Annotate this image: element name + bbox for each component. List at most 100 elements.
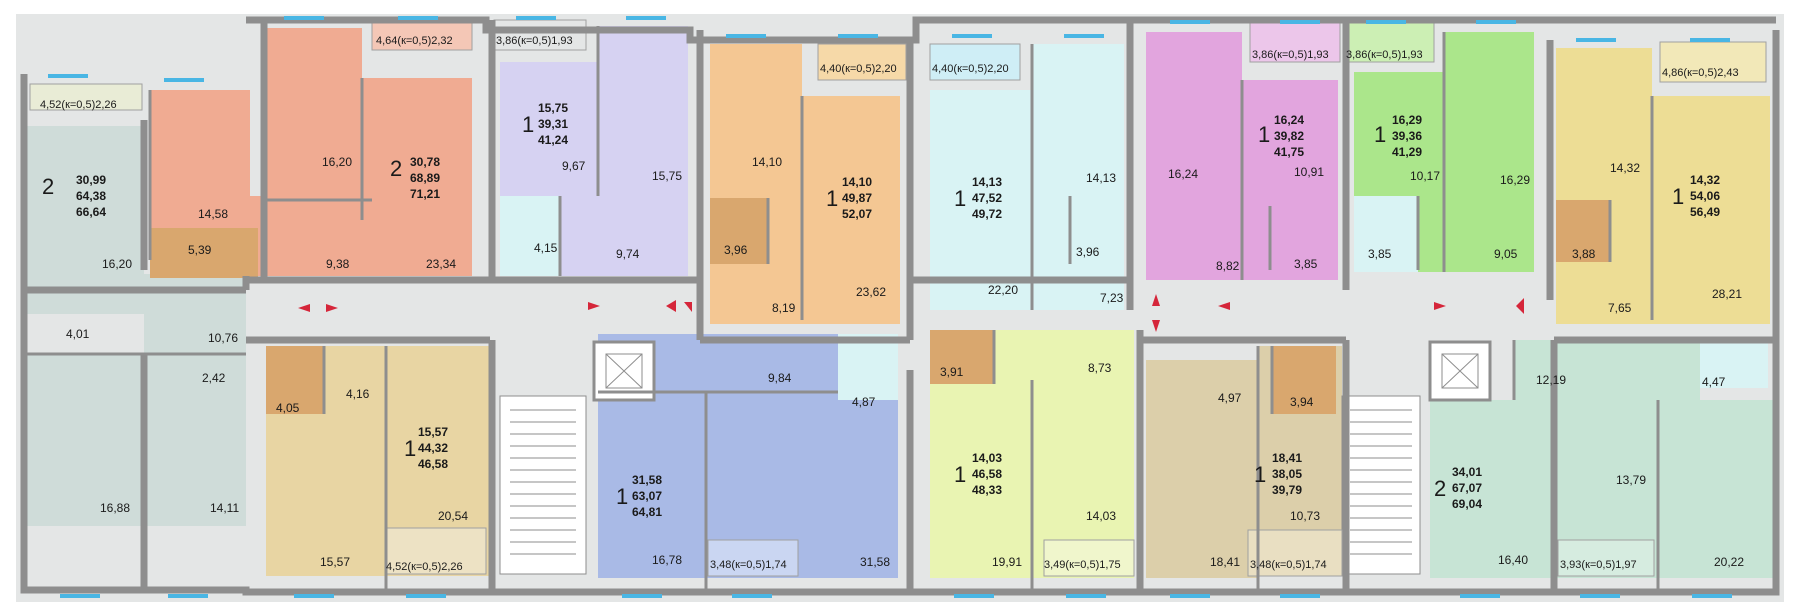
room-area: 14,13: [1086, 171, 1116, 185]
room-area: 14,32: [1610, 161, 1640, 175]
room-area: 9,74: [616, 247, 640, 261]
room-area: 10,73: [1290, 509, 1320, 523]
living-area-1room-blue: 31,58: [632, 473, 662, 487]
room-area: 16,78: [652, 553, 682, 567]
room-area: 16,24: [1168, 167, 1198, 181]
room-area: 4,05: [276, 401, 300, 415]
apartment-1room-orange: [710, 44, 900, 324]
room-area: 16,40: [1498, 553, 1528, 567]
rooms-count-1room-orange: 1: [826, 186, 838, 211]
balcony-label: 3,48(к=0,5)1,74: [710, 559, 787, 571]
total-area-1room-magenta: 39,82: [1274, 129, 1304, 143]
balcony-label: 3,86(к=0,5)1,93: [1252, 49, 1329, 61]
living-area-1room-green: 16,29: [1392, 113, 1422, 127]
room-area: 8,19: [772, 301, 796, 315]
total-area-1room-yellow: 54,06: [1690, 189, 1720, 203]
room-area: 16,29: [1500, 173, 1530, 187]
room-area: 10,91: [1294, 165, 1324, 179]
room-area: 20,54: [438, 509, 468, 523]
room-area: 4,16: [346, 387, 370, 401]
apartment-1room-green: [1354, 32, 1534, 272]
room-area: 8,73: [1088, 361, 1112, 375]
total-area-1room-lime: 46,58: [972, 467, 1002, 481]
room-area: 3,85: [1368, 247, 1392, 261]
total-balcony-2room-salmon: 71,21: [410, 187, 440, 201]
total-area-1room-orange: 49,87: [842, 191, 872, 205]
total-area-2room-salmon: 68,89: [410, 171, 440, 185]
living-area-1room-cyan: 14,13: [972, 175, 1002, 189]
room-area: 4,87: [852, 395, 876, 409]
rooms-count-1room-magenta: 1: [1258, 122, 1270, 147]
room-area: 14,58: [198, 207, 228, 221]
lift-right: [1428, 340, 1492, 402]
room-area: 14,11: [210, 501, 239, 515]
living-area-1room-khaki: 18,41: [1272, 451, 1302, 465]
balcony-label: 4,52(к=0,5)2,26: [386, 561, 463, 573]
balcony-label: 3,48(к=0,5)1,74: [1250, 559, 1327, 571]
room-area: 9,38: [326, 257, 350, 271]
room-area: 22,20: [988, 283, 1018, 297]
room-area: 9,84: [768, 371, 792, 385]
rooms-count-1room-lime: 1: [954, 462, 966, 487]
living-area-2room-salmon: 30,78: [410, 155, 440, 169]
living-area-1room-tan: 15,57: [418, 425, 448, 439]
room-area: 20,22: [1714, 555, 1744, 569]
rooms-count-1room-lavender: 1: [522, 112, 534, 137]
room-area: 4,97: [1218, 391, 1242, 405]
room-area: 5,39: [188, 243, 212, 257]
room-area: 19,91: [992, 555, 1022, 569]
apartment-1room-magenta: [1146, 32, 1338, 280]
total-area-1room-lavender: 39,31: [538, 117, 568, 131]
room-area: 2,42: [202, 371, 226, 385]
apartment-1room-lavender: [500, 26, 688, 276]
room-area: 23,34: [426, 257, 456, 271]
total-balcony-2room-left: 66,64: [76, 205, 106, 219]
balcony-label: 4,40(к=0,5)2,20: [932, 63, 1009, 75]
total-balcony-2room-mint: 69,04: [1452, 497, 1482, 511]
total-area-1room-cyan: 47,52: [972, 191, 1002, 205]
room-area: 10,76: [208, 331, 238, 345]
balcony-label: 4,52(к=0,5)2,26: [40, 99, 117, 111]
room-area: 3,96: [1076, 245, 1100, 259]
living-area-1room-yellow: 14,32: [1690, 173, 1720, 187]
room-area: 14,10: [752, 155, 782, 169]
room-area: 8,82: [1216, 259, 1240, 273]
rooms-count-1room-tan: 1: [404, 436, 416, 461]
rooms-count-2room-salmon: 2: [390, 156, 402, 181]
total-area-2room-left: 64,38: [76, 189, 106, 203]
rooms-count-1room-yellow: 1: [1672, 184, 1684, 209]
balcony-label: 4,86(к=0,5)2,43: [1662, 67, 1739, 79]
total-area-1room-tan: 44,32: [418, 441, 448, 455]
apartment-2room-left: [24, 126, 246, 526]
total-balcony-1room-orange: 52,07: [842, 207, 872, 221]
room-area: 16,20: [102, 257, 132, 271]
apartment-2room-salmon: [150, 28, 472, 278]
total-balcony-1room-khaki: 39,79: [1272, 483, 1302, 497]
total-area-1room-blue: 63,07: [632, 489, 662, 503]
balcony-label: 3,86(к=0,5)1,93: [1346, 49, 1423, 61]
total-balcony-1room-tan: 46,58: [418, 457, 448, 471]
total-balcony-1room-cyan: 49,72: [972, 207, 1002, 221]
room-area: 4,01: [66, 327, 90, 341]
total-balcony-1room-green: 41,29: [1392, 145, 1422, 159]
balcony-label: 4,40(к=0,5)2,20: [820, 63, 897, 75]
inner-walls: [24, 26, 1660, 590]
rooms-count-2room-left: 2: [42, 174, 54, 199]
rooms-count-1room-blue: 1: [616, 484, 628, 509]
total-area-1room-khaki: 38,05: [1272, 467, 1302, 481]
room-area: 28,21: [1712, 287, 1742, 301]
balcony-label: 3,93(к=0,5)1,97: [1560, 559, 1637, 571]
balcony-label: 3,49(к=0,5)1,75: [1044, 559, 1121, 571]
room-area: 3,85: [1294, 257, 1318, 271]
total-balcony-1room-lime: 48,33: [972, 483, 1002, 497]
room-area: 13,79: [1616, 473, 1646, 487]
staircase-right: [1341, 395, 1421, 575]
room-area: 7,23: [1100, 291, 1124, 305]
total-area-1room-green: 39,36: [1392, 129, 1422, 143]
rooms-count-1room-green: 1: [1374, 122, 1386, 147]
room-area: 31,58: [860, 555, 890, 569]
living-area-2room-left: 30,99: [76, 173, 106, 187]
total-balcony-1room-yellow: 56,49: [1690, 205, 1720, 219]
lift-left: [592, 340, 656, 402]
